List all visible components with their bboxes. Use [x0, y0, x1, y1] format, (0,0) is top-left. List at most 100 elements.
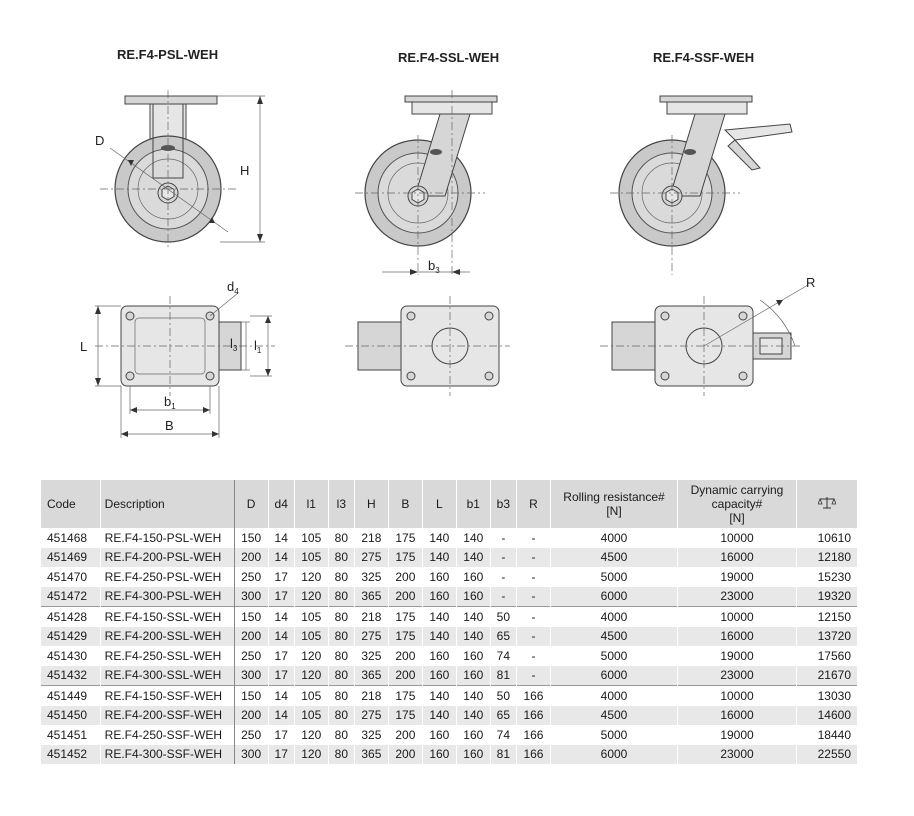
cell-L: 160 — [422, 744, 457, 764]
cell-D: 250 — [234, 646, 269, 666]
cell-d4: 17 — [268, 725, 295, 745]
cell-dynamic: 16000 — [677, 547, 797, 567]
psl-top-view: d4 L l3 l1 b1 B — [80, 279, 275, 438]
cell-rolling: 6000 — [550, 744, 678, 764]
cell-desc: RE.F4-150-SSF-WEH — [100, 685, 235, 706]
cell-b1: 160 — [456, 665, 491, 686]
cell-D: 250 — [234, 567, 269, 587]
cell-code: 451449 — [41, 685, 101, 706]
cell-D: 300 — [234, 586, 269, 607]
cell-l3: 80 — [328, 567, 355, 587]
cell-l1: 120 — [294, 586, 329, 607]
cell-R: - — [516, 606, 552, 627]
cell-L: 160 — [422, 567, 457, 587]
cell-l1: 105 — [294, 705, 329, 725]
cell-b1: 160 — [456, 744, 491, 764]
cell-b1: 140 — [456, 547, 491, 567]
cell-d4: 17 — [268, 744, 295, 764]
cell-H: 275 — [354, 705, 389, 725]
cell-R: - — [516, 547, 552, 567]
cell-weight: 15230 — [796, 567, 858, 587]
cell-code: 451428 — [41, 606, 101, 627]
cell-b1: 140 — [456, 606, 491, 627]
cell-D: 200 — [234, 626, 269, 646]
cell-B: 200 — [388, 567, 423, 587]
cell-dynamic: 23000 — [677, 744, 797, 764]
cell-rolling: 4000 — [550, 685, 678, 706]
cell-desc: RE.F4-250-SSF-WEH — [100, 725, 235, 745]
cell-d4: 14 — [268, 705, 295, 725]
cell-desc: RE.F4-150-PSL-WEH — [100, 528, 235, 548]
header-l3: l3 — [328, 480, 355, 528]
cell-rolling: 4500 — [550, 705, 678, 725]
cell-l3: 80 — [328, 685, 355, 706]
cell-b1: 140 — [456, 685, 491, 706]
cell-R: - — [516, 626, 552, 646]
psl-dimension-l1: l1 — [254, 338, 262, 355]
header-b1: b1 — [456, 480, 491, 528]
cell-H: 325 — [354, 567, 389, 587]
cell-rolling: 4500 — [550, 547, 678, 567]
cell-b1: 140 — [456, 626, 491, 646]
cell-weight: 13030 — [796, 685, 858, 706]
header-code: Code — [41, 480, 101, 528]
cell-code: 451468 — [41, 528, 101, 548]
cell-b3: 74 — [490, 646, 517, 666]
cell-d4: 14 — [268, 606, 295, 627]
cell-L: 160 — [422, 665, 457, 686]
cell-dynamic: 23000 — [677, 665, 797, 686]
cell-d4: 14 — [268, 547, 295, 567]
cell-B: 175 — [388, 705, 423, 725]
header-H: H — [354, 480, 389, 528]
header-description: Description — [100, 480, 235, 528]
cell-l3: 80 — [328, 586, 355, 607]
cell-H: 218 — [354, 528, 389, 548]
cell-L: 160 — [422, 725, 457, 745]
psl-dimension-d4: d4 — [227, 279, 239, 296]
cell-weight: 10610 — [796, 528, 858, 548]
cell-l3: 80 — [328, 725, 355, 745]
ssf-side-view — [610, 95, 793, 275]
ssf-dimension-R: R — [806, 275, 815, 290]
cell-H: 365 — [354, 744, 389, 764]
cell-B: 175 — [388, 528, 423, 548]
cell-L: 140 — [422, 705, 457, 725]
cell-l3: 80 — [328, 665, 355, 686]
title-ssf: RE.F4-SSF-WEH — [653, 50, 755, 65]
cell-L: 140 — [422, 528, 457, 548]
cell-R: - — [516, 665, 552, 686]
cell-R: - — [516, 567, 552, 587]
cell-code: 451432 — [41, 665, 101, 686]
cell-weight: 19320 — [796, 586, 858, 607]
cell-desc: RE.F4-200-SSF-WEH — [100, 705, 235, 725]
cell-H: 325 — [354, 725, 389, 745]
cell-rolling: 5000 — [550, 567, 678, 587]
cell-R: 166 — [516, 725, 552, 745]
cell-rolling: 6000 — [550, 586, 678, 607]
cell-H: 325 — [354, 646, 389, 666]
cell-L: 140 — [422, 685, 457, 706]
cell-dynamic: 16000 — [677, 705, 797, 725]
cell-rolling: 4000 — [550, 528, 678, 548]
psl-dimension-H: H — [240, 163, 249, 178]
cell-weight: 22550 — [796, 744, 858, 764]
technical-drawings: D H d4 L l3 — [80, 90, 815, 438]
cell-L: 140 — [422, 626, 457, 646]
cell-B: 200 — [388, 586, 423, 607]
cell-code: 451469 — [41, 547, 101, 567]
cell-H: 218 — [354, 606, 389, 627]
ssl-side-view: b3 — [355, 90, 498, 275]
cell-weight: 17560 — [796, 646, 858, 666]
cell-H: 365 — [354, 586, 389, 607]
cell-weight: 13720 — [796, 626, 858, 646]
cell-rolling: 5000 — [550, 646, 678, 666]
cell-dynamic: 10000 — [677, 685, 797, 706]
